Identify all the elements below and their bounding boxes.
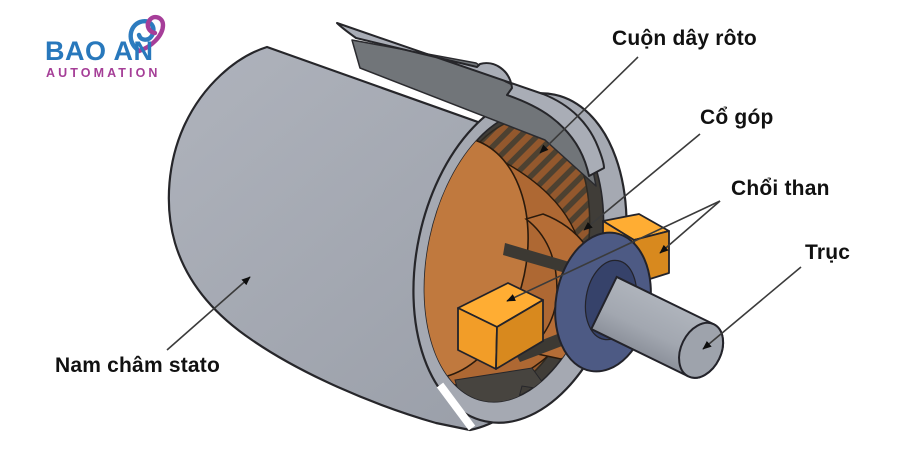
leader-commutator — [583, 133, 701, 231]
brand-logo: BAO AN AUTOMATION — [40, 14, 190, 84]
shaft — [589, 275, 725, 379]
leader-lines — [166, 56, 802, 351]
brand-tagline: AUTOMATION — [46, 66, 161, 80]
label-stator-magnet: Nam châm stato — [55, 354, 221, 377]
label-shaft: Trục — [805, 241, 851, 264]
leader-shaft — [702, 266, 802, 350]
brand-logo-icon — [128, 14, 166, 54]
leader-stator — [166, 276, 251, 351]
leader-brush-right — [659, 200, 721, 254]
leader-rotor-winding — [539, 56, 639, 154]
label-brush: Chổi than — [731, 177, 830, 200]
label-rotor-winding: Cuộn dây rôto — [612, 27, 757, 50]
leader-brush-bottom — [506, 200, 721, 302]
stator-top-strip — [336, 22, 605, 177]
brand-name: BAO AN — [45, 36, 154, 66]
label-commutator: Cổ góp — [700, 106, 774, 129]
bottom-cut-slot — [436, 382, 476, 431]
